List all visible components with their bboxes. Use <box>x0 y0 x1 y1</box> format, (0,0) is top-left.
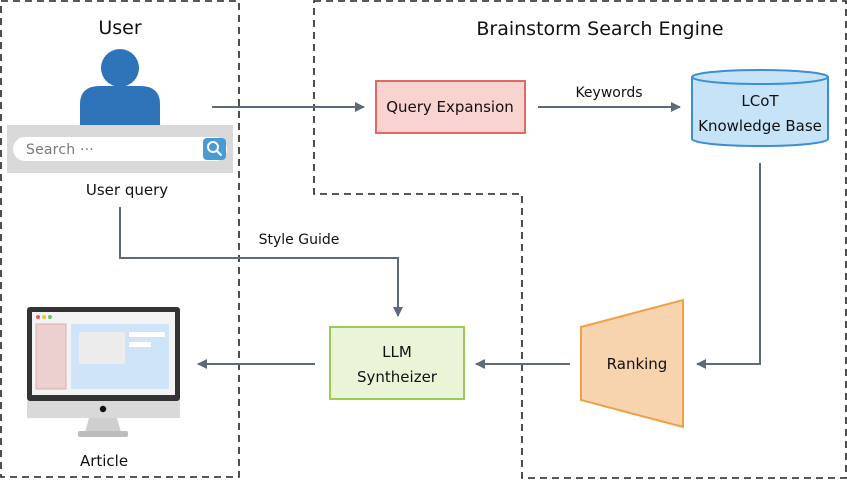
knowledge-base-label-1: LCoT <box>741 92 779 110</box>
ranking-label: Ranking <box>607 355 668 373</box>
ranking-node: Ranking <box>580 298 684 429</box>
query-expansion-label: Query Expansion <box>386 98 514 116</box>
keywords-label: Keywords <box>575 85 642 101</box>
search-input[interactable]: Search ··· <box>26 142 94 158</box>
arrow-knowledge-base-to-ranking <box>696 163 761 369</box>
knowledge-base-node: LCoT Knowledge Base <box>691 69 829 147</box>
llm-label-1: LLM <box>382 343 412 361</box>
user-icon <box>80 49 160 126</box>
llm-synthesizer-node: LLM Syntheizer <box>329 326 465 400</box>
user-query-label: User query <box>86 181 168 199</box>
article-label: Article <box>80 452 128 470</box>
engine-panel-border <box>313 0 847 479</box>
monitor-icon <box>27 307 180 437</box>
search-bar[interactable]: Search ··· <box>7 125 233 173</box>
style-guide-label: Style Guide <box>259 232 340 248</box>
search-icon[interactable] <box>203 138 226 160</box>
engine-panel-title: Brainstorm Search Engine <box>476 18 723 40</box>
user-panel-border <box>0 0 240 478</box>
knowledge-base-label-2: Knowledge Base <box>698 117 822 135</box>
user-panel-title: User <box>98 17 141 39</box>
arrow-user-query-to-llm <box>119 207 403 317</box>
query-expansion-node: Query Expansion <box>375 80 526 134</box>
llm-label-2: Syntheizer <box>357 368 438 386</box>
